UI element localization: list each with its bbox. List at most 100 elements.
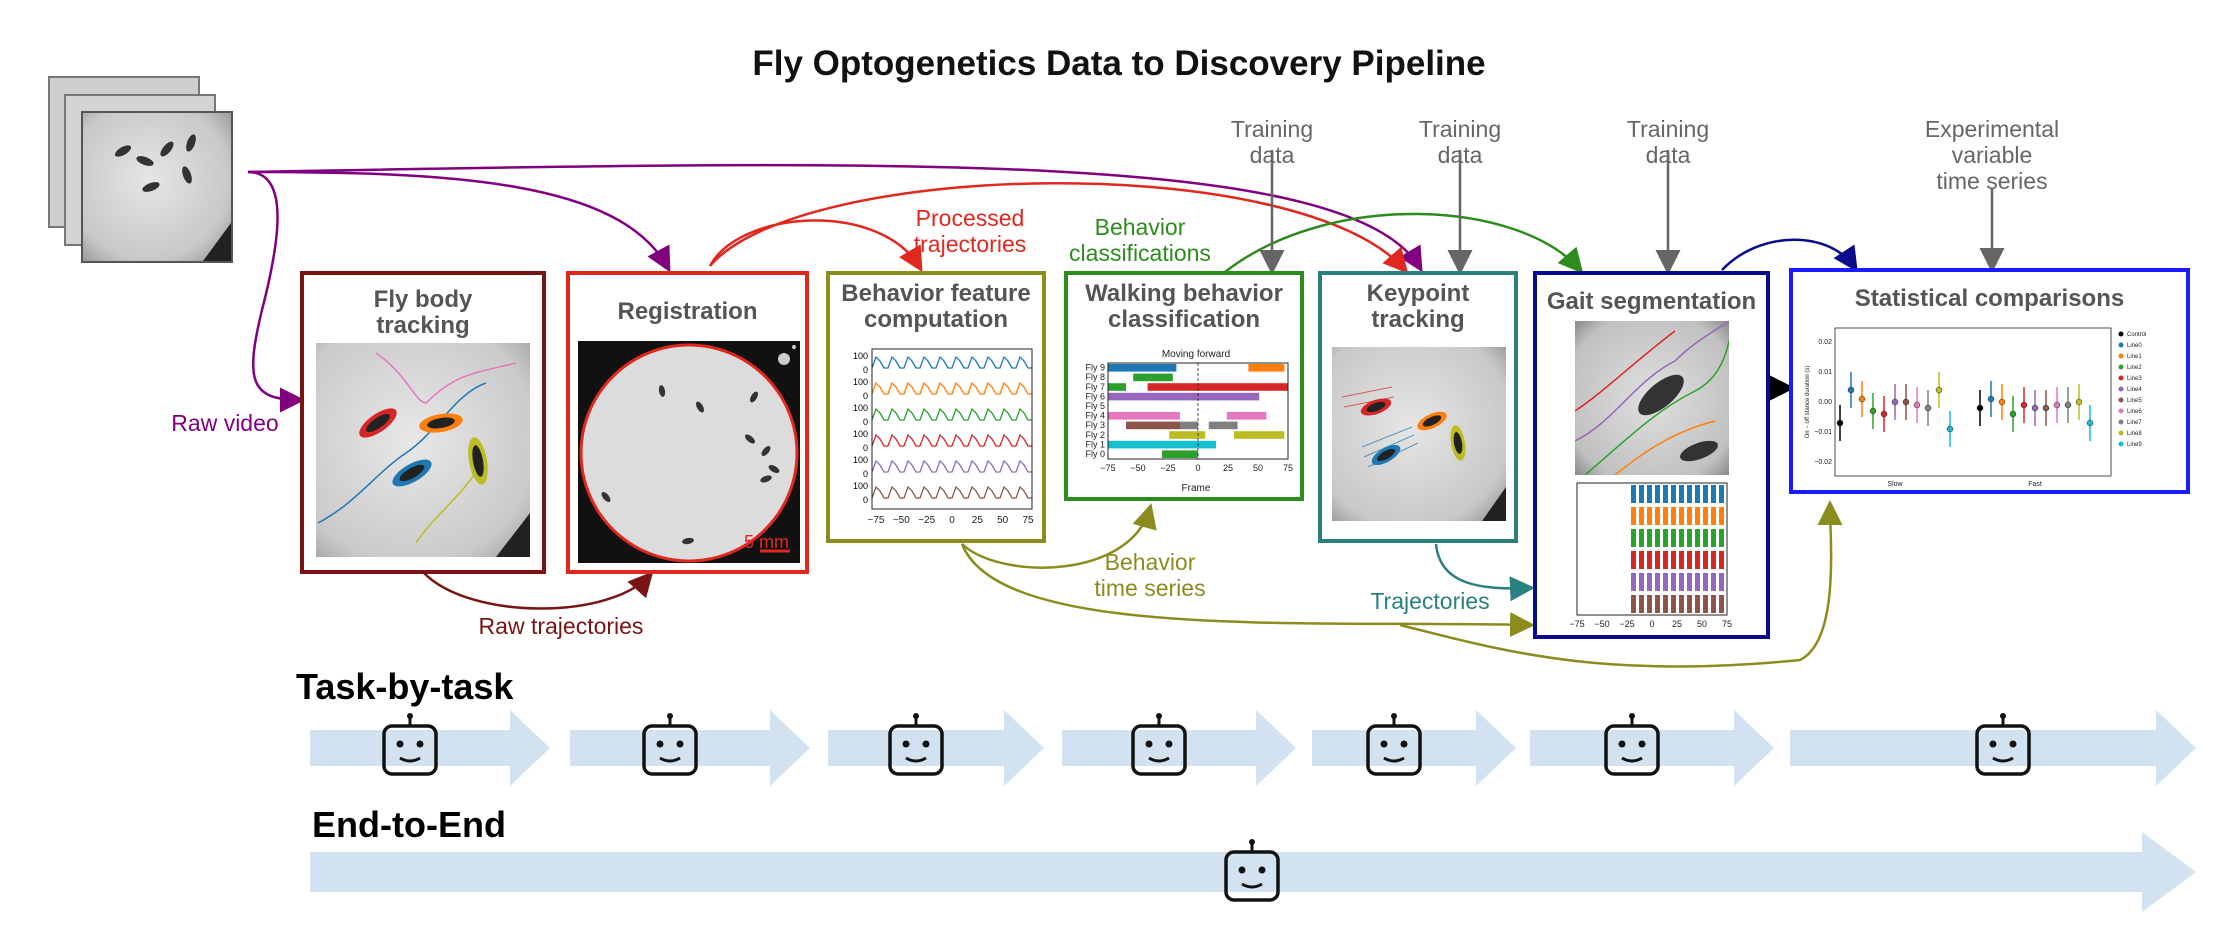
stats-legend-marker (2118, 408, 2124, 414)
stats-point (2075, 398, 2083, 406)
robot-antenna-tip (2000, 713, 2006, 719)
walking-bar (1169, 431, 1206, 439)
robot-mouth (1383, 756, 1405, 763)
gait-swing-segment (1676, 595, 1679, 613)
gait-swing-segment (1644, 595, 1647, 613)
arrow-raw-video-to-fly-body (247, 170, 305, 413)
feature-xtick: −75 (868, 515, 885, 526)
walking-xtick: 25 (1223, 463, 1233, 473)
box-title-gait: Gait segmentation (1546, 288, 1757, 315)
gait-stance-segment (1703, 507, 1708, 525)
box-keypoint-tracking: Keypoint tracking (1318, 271, 1518, 543)
stats-legend-label: Line8 (2127, 431, 2142, 437)
robot-eye (1638, 740, 1646, 748)
gait-swing-segment (1684, 551, 1687, 569)
stats-ytick: 0.02 (1818, 339, 1832, 346)
gait-stance-segment (1703, 595, 1708, 613)
robot-head (1131, 724, 1187, 776)
feature-series-line (871, 381, 1032, 395)
gait-stance-segment (1711, 507, 1716, 525)
gait-swing-segment (1668, 529, 1671, 547)
gait-stance-segment (1687, 485, 1692, 503)
label-raw-video: Raw video (171, 410, 279, 436)
walking-fly-label: Fly 7 (1085, 382, 1105, 392)
feature-ytick-low: 0 (863, 417, 868, 427)
walking-fly-label: Fly 0 (1085, 449, 1105, 459)
gait-swing-segment (1716, 485, 1719, 503)
arrow-trajectories (1434, 543, 1535, 602)
feature-ytick-high: 100 (853, 377, 868, 387)
feature-ytick-low: 0 (863, 495, 868, 505)
walking-bar (1108, 440, 1216, 449)
feature-series-line (871, 355, 1032, 369)
stats-legend-marker (2118, 430, 2124, 436)
arrow-raw-trajectories (423, 571, 654, 610)
stats-point (1869, 407, 1877, 415)
stats-ytick: −0.02 (1814, 459, 1832, 466)
gait-xtick: 0 (1649, 619, 1654, 629)
arrow-feature-to-walking (961, 503, 1157, 569)
walking-fly-label: Fly 3 (1085, 420, 1105, 430)
feature-ytick-high: 100 (853, 455, 868, 465)
feature-xtick: 0 (949, 515, 955, 526)
walking-fly-label: Fly 6 (1085, 391, 1105, 401)
feature-series-line (871, 485, 1032, 499)
gait-stance-segment (1711, 551, 1716, 569)
feature-series-line (871, 407, 1032, 421)
walking-bar (1248, 364, 1285, 372)
stats-legend-marker (2118, 419, 2124, 425)
gait-stance-segment (1679, 529, 1684, 547)
gait-stance-segment (1663, 529, 1668, 547)
gait-stance-segment (1655, 551, 1660, 569)
walking-bar (1147, 383, 1288, 391)
walking-bar (1126, 421, 1180, 430)
gait-swing-segment (1676, 551, 1679, 569)
gait-swing-segment (1724, 551, 1727, 569)
gait-swing-segment (1636, 485, 1639, 503)
feature-ytick-low: 0 (863, 391, 868, 401)
gait-stance-segment (1639, 595, 1644, 613)
robot-mouth (1621, 756, 1643, 763)
stats-point (1924, 404, 1932, 412)
keypoint-image (1332, 347, 1506, 521)
stats-legend-label: Line7 (2127, 420, 2142, 426)
gait-stance-segment (1663, 573, 1668, 591)
gait-stance-segment (1719, 595, 1724, 613)
walking-xtick: −50 (1130, 463, 1145, 473)
robot-head (642, 724, 698, 776)
flies-image (114, 134, 231, 261)
gait-xtick: −75 (1569, 619, 1584, 629)
gait-swing-segment (1684, 573, 1687, 591)
gait-swing-segment (1652, 595, 1655, 613)
walking-bar (1133, 373, 1173, 382)
gait-swing-segment (1684, 529, 1687, 547)
robot-head (382, 724, 438, 776)
stats-point (1891, 398, 1899, 406)
gait-stance-segment (1671, 573, 1676, 591)
robot-eye (922, 740, 930, 748)
end-to-end-band (310, 832, 2196, 912)
gait-swing-segment (1660, 529, 1663, 547)
feature-ytick-high: 100 (853, 481, 868, 491)
stats-point (1858, 395, 1866, 403)
gait-swing-segment (1668, 573, 1671, 591)
walking-bar (1208, 421, 1238, 430)
walking-fly-label: Fly 4 (1085, 411, 1105, 421)
stats-legend-label: Control (2127, 332, 2146, 338)
gait-stance-segment (1639, 529, 1644, 547)
feature-xtick: 25 (972, 515, 984, 526)
box-statistical-comparisons: Statistical comparisons On − off stance … (1789, 268, 2190, 494)
gait-stance-segment (1719, 529, 1724, 547)
gait-stance-segment (1695, 485, 1700, 503)
feature-xtick: 50 (997, 515, 1009, 526)
robot-icon (1131, 713, 1187, 776)
gait-stance-segment (1663, 507, 1668, 525)
gait-swing-segment (1692, 507, 1695, 525)
gait-stance-segment (1631, 595, 1636, 613)
stats-legend-marker (2118, 386, 2124, 392)
task-arrow (1062, 710, 1296, 786)
gait-swing-segment (1660, 573, 1663, 591)
stats-legend-label: Line5 (2127, 398, 2142, 404)
